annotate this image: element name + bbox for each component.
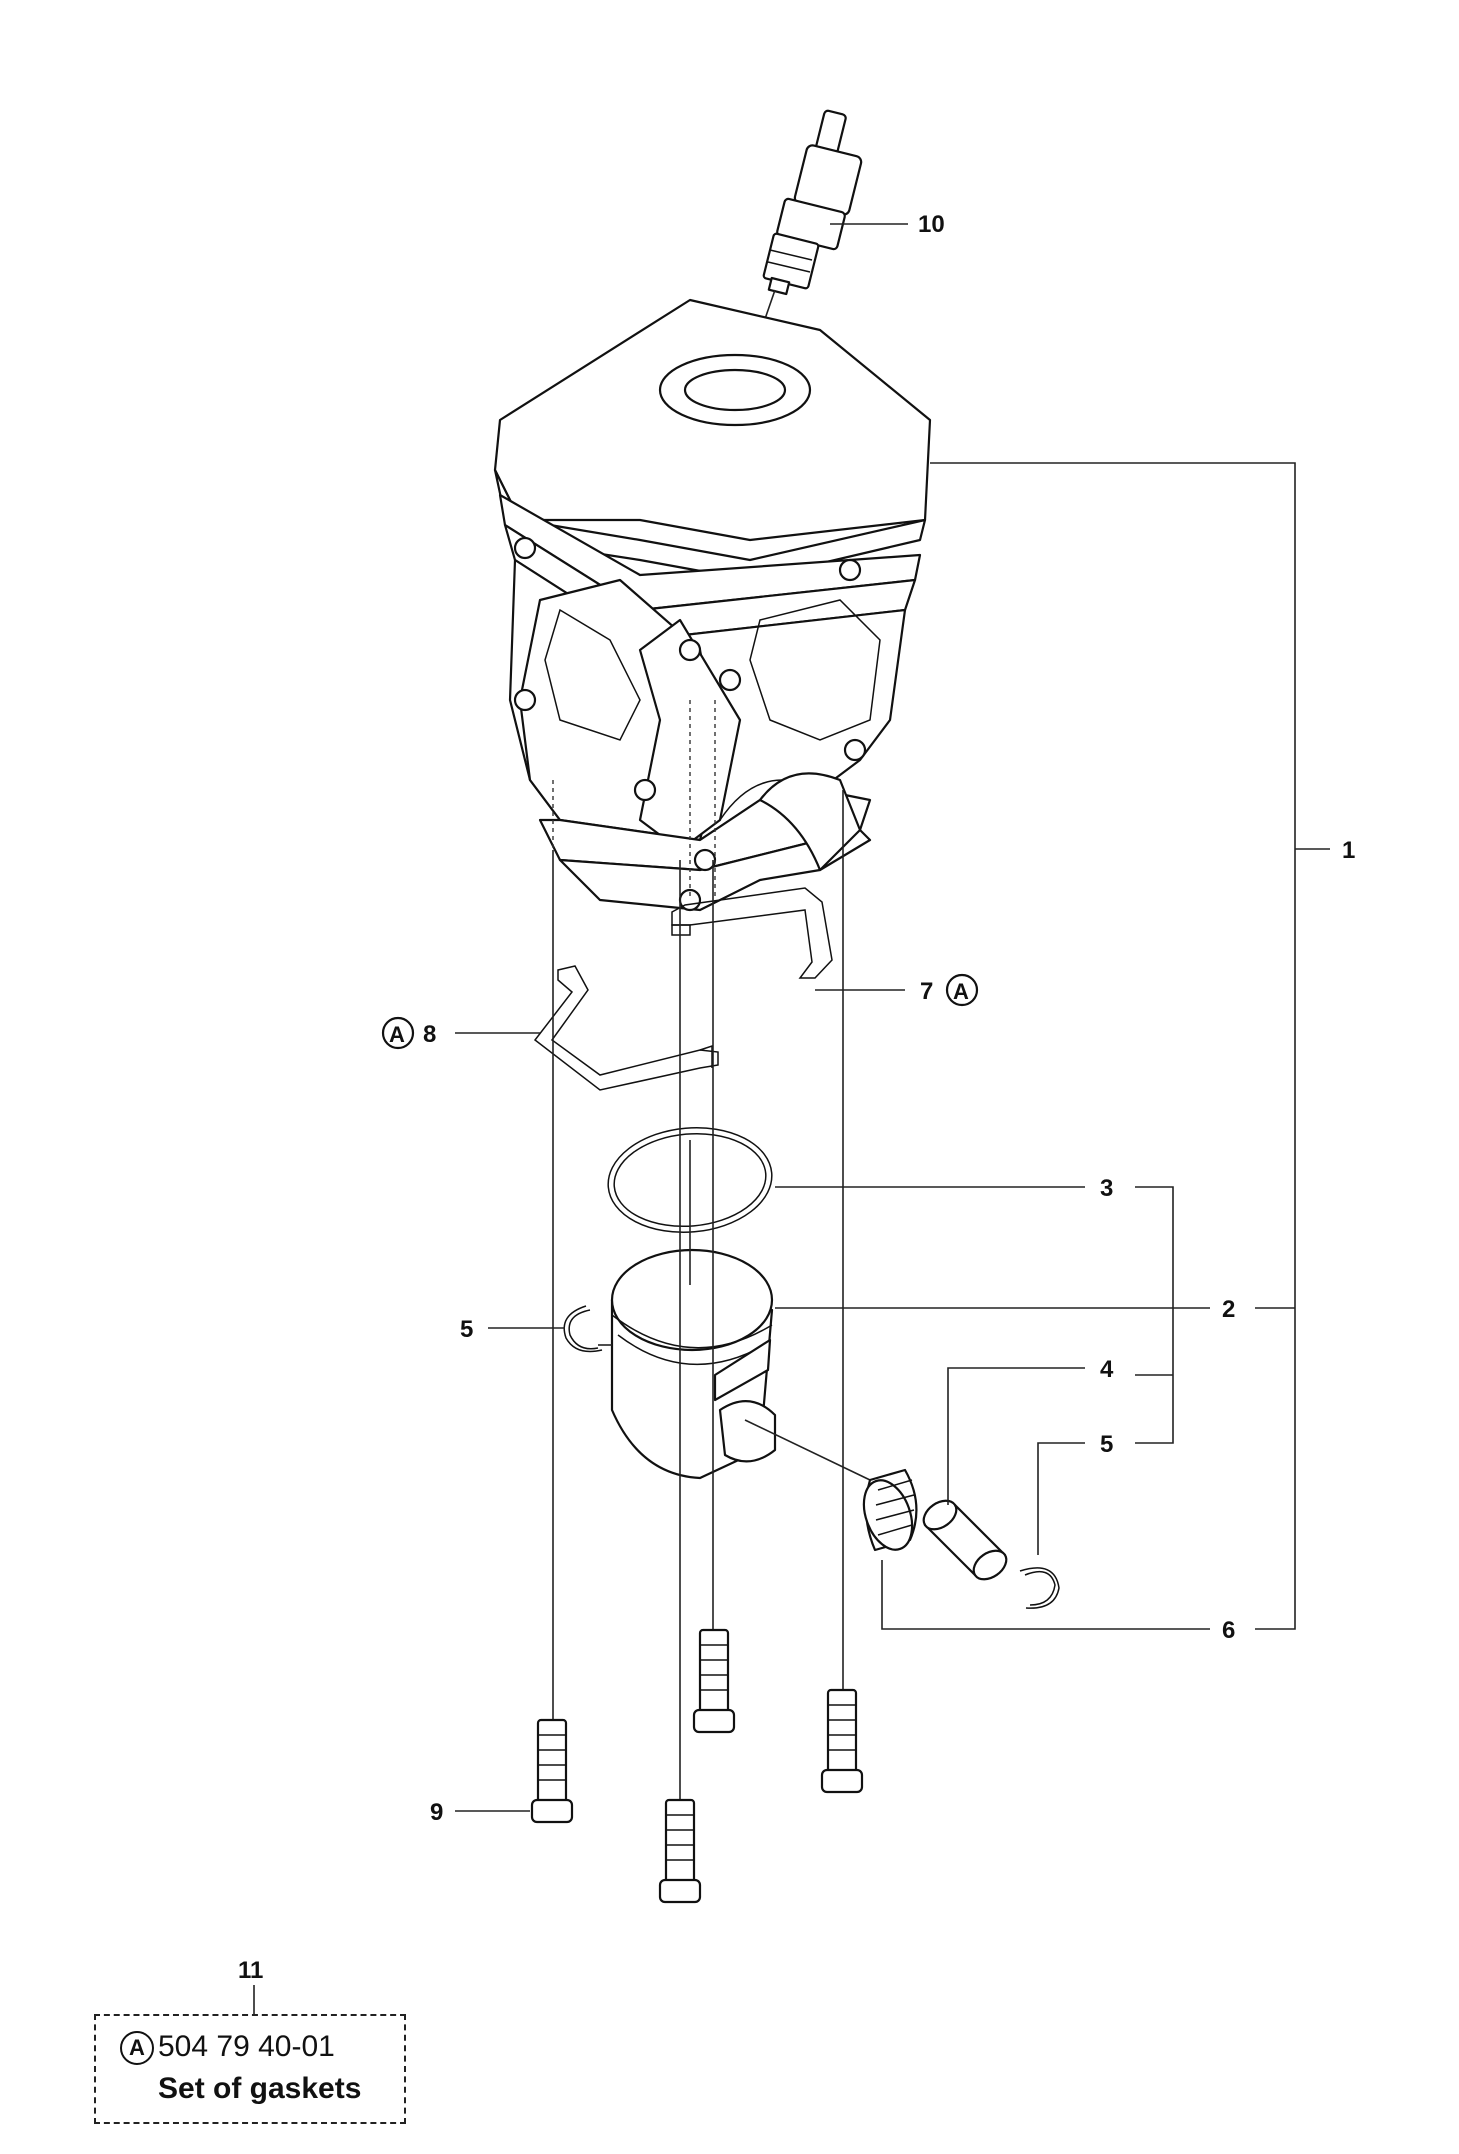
spark-plug [762, 109, 863, 296]
gasket-top [671, 887, 833, 979]
callout-5-left: 5 [460, 1316, 473, 1343]
callout-11: 11 [238, 1957, 263, 1984]
gasket-bottom [533, 965, 719, 1091]
gasket-marker-7 [945, 973, 979, 1007]
circlip-left [563, 1305, 603, 1353]
screw [530, 1718, 574, 1824]
piston-ring [607, 1126, 773, 1234]
screw [820, 1688, 864, 1794]
callout-6: 6 [1222, 1617, 1235, 1644]
callout-1: 1 [1342, 837, 1355, 864]
circlip-right [1019, 1567, 1060, 1609]
kit-description: Set of gaskets [158, 2072, 362, 2105]
needle-bearing [862, 1468, 918, 1552]
callout-5-right: 5 [1100, 1431, 1113, 1458]
callout-8: 8 [423, 1021, 436, 1048]
screw [692, 1628, 736, 1734]
kit-part-number: 504 79 40-01 [158, 2030, 335, 2063]
callout-10: 10 [918, 211, 945, 238]
callout-7: 7 [920, 978, 933, 1005]
piston [610, 1248, 777, 1480]
screw [658, 1798, 702, 1904]
cylinder [493, 298, 932, 912]
kit-marker: A [120, 2031, 154, 2066]
callout-9: 9 [430, 1799, 443, 1826]
callout-3: 3 [1100, 1175, 1113, 1202]
gasket-marker-8 [381, 1016, 415, 1050]
gasket-marker-7-letter: A [953, 979, 969, 1004]
callout-4: 4 [1100, 1356, 1114, 1383]
gasket-marker-8-letter: A [389, 1022, 405, 1047]
callout-2: 2 [1222, 1296, 1235, 1323]
piston-pin [922, 1499, 1008, 1581]
